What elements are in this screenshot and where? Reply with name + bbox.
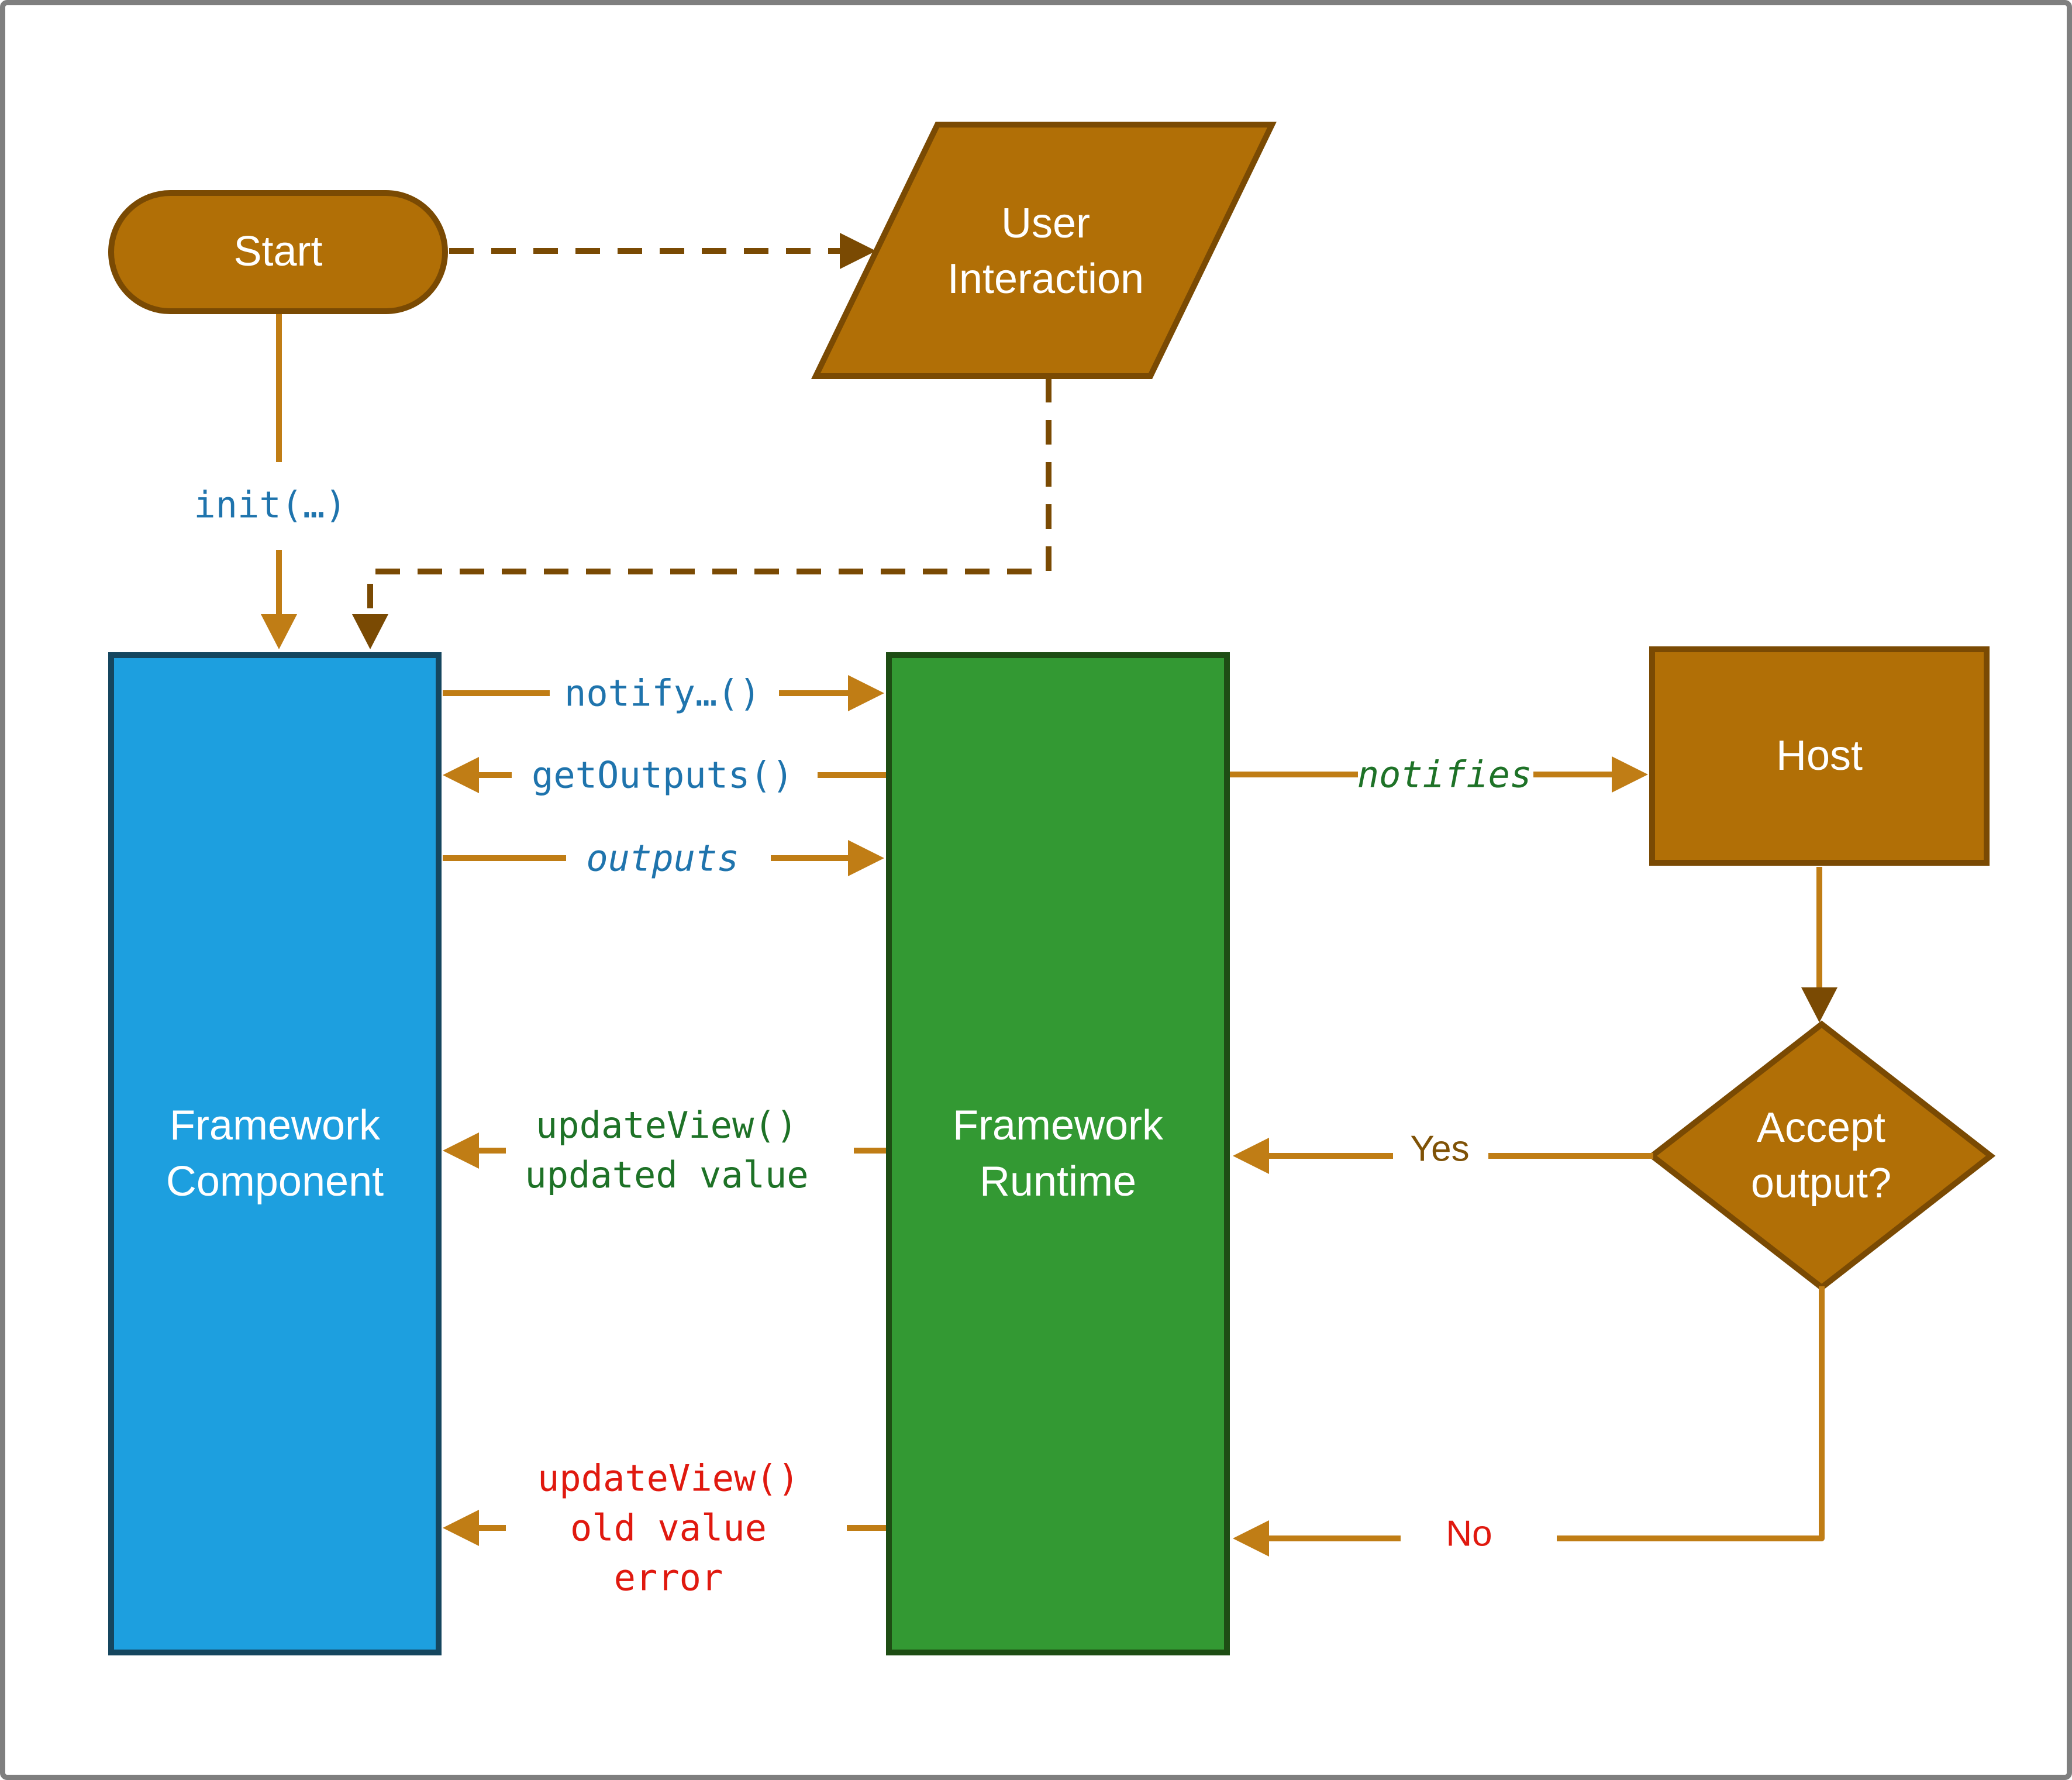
accept-output-label-line2: output? [1750, 1160, 1892, 1207]
framework-runtime-node: Framework Runtime [886, 652, 1230, 1655]
host-node: Host [1649, 646, 1990, 866]
init-arrowhead [261, 614, 297, 649]
framework-runtime-label-line1: Framework [952, 1102, 1164, 1149]
host-to-diamond-arrowhead [1801, 987, 1837, 1022]
notify-arrowhead [848, 675, 884, 711]
updateview-err-line1: updateView() [537, 1457, 799, 1500]
start-to-ui-arrowhead [840, 233, 876, 269]
user-interaction-label-line1: User [1001, 199, 1091, 247]
edge-label-yes: Yes [1410, 1128, 1470, 1169]
edge-label-init: init(…) [194, 483, 347, 526]
updateview-err-line3: error [613, 1556, 723, 1599]
no-elbow-line [1557, 1286, 1825, 1541]
framework-component-node: Framework Component [108, 652, 442, 1655]
edge-label-getoutputs: getOutputs() [532, 753, 794, 797]
outputs-arrowhead [848, 840, 884, 876]
edge-label-no: No [1446, 1513, 1492, 1554]
user-interaction-node: User Interaction [947, 196, 1144, 307]
updateview-ok-line2: updated value [525, 1154, 809, 1196]
notifies-arrowhead [1612, 756, 1648, 793]
updateview-err-line2: old value [570, 1506, 767, 1550]
ui-to-component-arrowhead [352, 614, 388, 649]
edge-label-outputs: outputs [586, 836, 739, 880]
updateview-err-arrowhead [443, 1510, 479, 1546]
getoutputs-arrowhead [443, 757, 479, 793]
accept-output-label-line1: Accept [1756, 1104, 1886, 1151]
edge-label-updateview-error: updateView() old value error [537, 1454, 799, 1603]
host-node-label: Host [1775, 732, 1863, 779]
start-node-label: Start [233, 228, 323, 276]
edge-label-notifies: notifies [1357, 753, 1532, 796]
framework-component-label-line1: Framework [169, 1102, 381, 1149]
no-arrowhead [1233, 1520, 1269, 1557]
edge-label-notify: notify…() [564, 672, 761, 715]
accept-output-decision: Accept output? [1751, 1100, 1891, 1211]
edge-label-updateview-ok: updateView() updated value [525, 1100, 808, 1200]
framework-component-label-line2: Component [166, 1158, 384, 1205]
yes-arrowhead [1233, 1138, 1269, 1174]
updateview-ok-arrowhead [443, 1132, 479, 1169]
start-node: Start [108, 190, 448, 314]
ui-to-component-dashed-line [367, 378, 1051, 615]
updateview-ok-line1: updateView() [536, 1104, 798, 1147]
user-interaction-label-line2: Interaction [947, 256, 1144, 302]
user-interaction-shape [811, 122, 1277, 379]
framework-runtime-label-line2: Runtime [979, 1158, 1137, 1205]
